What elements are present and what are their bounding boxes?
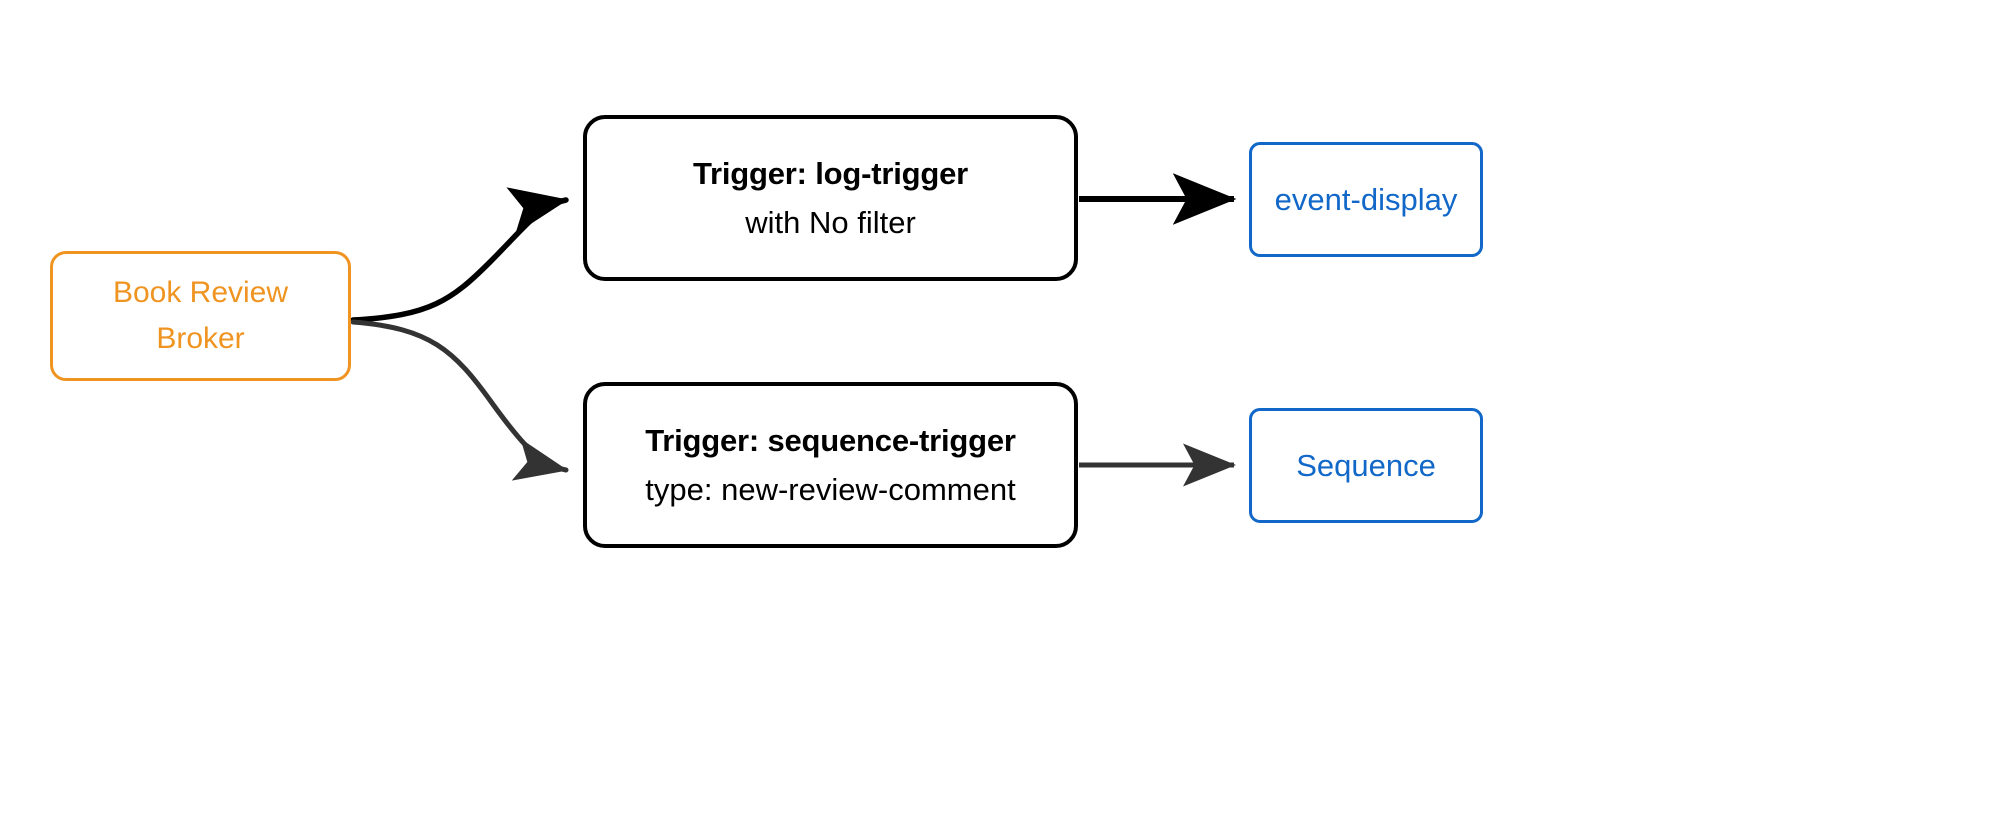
broker-label-line-1: Book Review bbox=[112, 275, 289, 309]
node-book-review-broker[interactable]: Book Review Broker bbox=[50, 251, 351, 381]
broker-label-line-2: Broker bbox=[156, 322, 245, 355]
sequence-label: Sequence bbox=[1296, 447, 1436, 483]
sequence-trigger-subtitle: type: new-review-comment bbox=[645, 471, 1016, 507]
sequence-trigger-title: Trigger: sequence-trigger bbox=[645, 422, 1016, 458]
edge-broker-to-log-trigger bbox=[350, 187, 569, 323]
edge-broker-to-sequence-trigger bbox=[350, 319, 569, 481]
node-log-trigger[interactable]: Trigger: log-trigger with No filter bbox=[583, 115, 1078, 281]
event-display-label: event-display bbox=[1274, 181, 1458, 217]
node-sequence-trigger[interactable]: Trigger: sequence-trigger type: new-revi… bbox=[583, 382, 1078, 548]
node-sequence[interactable]: Sequence bbox=[1249, 408, 1483, 523]
log-trigger-title: Trigger: log-trigger bbox=[692, 155, 968, 191]
log-trigger-subtitle: with No filter bbox=[745, 204, 916, 240]
node-event-display[interactable]: event-display bbox=[1249, 142, 1483, 257]
